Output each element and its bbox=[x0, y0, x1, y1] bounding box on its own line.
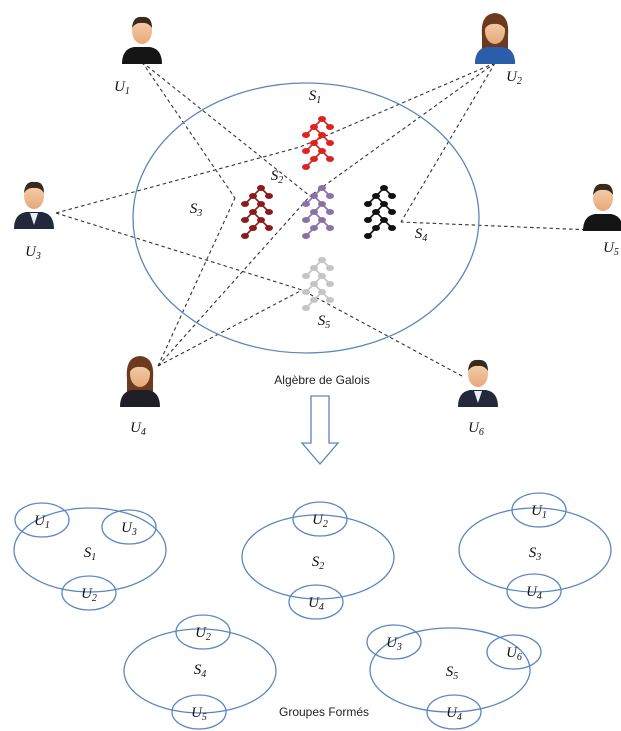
member-ellipse bbox=[486, 634, 542, 670]
link-u4-s2 bbox=[157, 195, 311, 367]
group-member-label: U6 bbox=[506, 645, 522, 663]
down-arrow-icon bbox=[300, 395, 340, 465]
link-u5-s4 bbox=[400, 221, 593, 231]
group-ellipse bbox=[369, 627, 531, 713]
service-tree-s5 bbox=[302, 257, 334, 311]
service-label-s1: S1 bbox=[309, 88, 322, 106]
user-label-u3: U3 bbox=[25, 244, 41, 262]
group-member-label: U1 bbox=[531, 503, 547, 521]
member-ellipse bbox=[292, 501, 348, 537]
link-u3-s1 bbox=[55, 146, 301, 214]
member-ellipse bbox=[426, 694, 482, 730]
user-service-links bbox=[55, 61, 593, 377]
result-caption: Groupes Formés bbox=[279, 705, 369, 719]
service-space-ellipse bbox=[132, 82, 480, 354]
link-u2-s4 bbox=[400, 62, 496, 223]
user-label-u2: U2 bbox=[506, 69, 522, 87]
man-avatar-icon bbox=[583, 183, 621, 231]
group-member-label: U4 bbox=[446, 705, 462, 723]
group-service-label: S3 bbox=[529, 545, 542, 563]
group-member-label: U4 bbox=[526, 584, 542, 602]
user-label-u1: U1 bbox=[114, 79, 130, 97]
group-ellipse bbox=[241, 514, 395, 600]
user-label-u6: U6 bbox=[468, 420, 484, 438]
group-member-label: U2 bbox=[195, 625, 211, 643]
service-label-s2: S2 bbox=[271, 168, 284, 186]
group-service-label: S5 bbox=[446, 664, 459, 682]
member-ellipse bbox=[506, 573, 562, 609]
service-label-s4: S4 bbox=[415, 226, 428, 244]
link-u4-s5 bbox=[157, 289, 303, 367]
member-ellipse bbox=[511, 492, 567, 528]
link-u4-s3 bbox=[157, 197, 236, 367]
group-service-label: S4 bbox=[194, 662, 207, 680]
group-ellipse bbox=[458, 507, 612, 593]
group-member-label: U5 bbox=[191, 705, 207, 723]
member-ellipse bbox=[14, 502, 70, 538]
group-ellipse bbox=[13, 507, 167, 593]
member-ellipse bbox=[61, 575, 117, 611]
service-tree-s3 bbox=[241, 185, 273, 239]
link-u2-s2 bbox=[309, 62, 496, 197]
member-ellipse bbox=[366, 624, 422, 660]
link-u2-s1 bbox=[299, 62, 496, 148]
man-avatar-icon bbox=[122, 16, 162, 64]
group-member-label: U3 bbox=[386, 635, 402, 653]
process-caption: Algèbre de Galois bbox=[274, 373, 369, 387]
woman-avatar-icon bbox=[475, 13, 515, 64]
member-ellipse bbox=[175, 614, 231, 650]
businessman-avatar-icon bbox=[14, 181, 54, 229]
group-member-label: U2 bbox=[81, 586, 97, 604]
service-label-s3: S3 bbox=[190, 201, 203, 219]
group-member-label: U1 bbox=[34, 513, 50, 531]
group-member-label: U3 bbox=[121, 520, 137, 538]
service-tree-s2 bbox=[302, 185, 334, 239]
group-ellipse bbox=[123, 628, 277, 714]
service-tree-s4 bbox=[364, 185, 396, 239]
group-member-label: U4 bbox=[308, 595, 324, 613]
member-ellipse bbox=[171, 694, 227, 730]
link-u1-s2 bbox=[141, 61, 311, 197]
service-label-s5: S5 bbox=[318, 313, 331, 331]
link-u1-s3 bbox=[141, 61, 236, 199]
user-label-u5: U5 bbox=[603, 240, 619, 258]
woman-avatar-icon bbox=[120, 356, 160, 407]
group-service-label: S2 bbox=[312, 554, 325, 572]
member-ellipse bbox=[288, 584, 344, 620]
link-u6-s5 bbox=[301, 289, 463, 377]
service-tree-s1 bbox=[302, 116, 334, 170]
group-service-label: S1 bbox=[84, 545, 97, 563]
group-member-label: U2 bbox=[312, 512, 328, 530]
businessman-avatar-icon bbox=[458, 359, 498, 407]
link-u3-s5 bbox=[55, 212, 303, 291]
member-ellipse bbox=[101, 509, 157, 545]
user-label-u4: U4 bbox=[130, 420, 146, 438]
